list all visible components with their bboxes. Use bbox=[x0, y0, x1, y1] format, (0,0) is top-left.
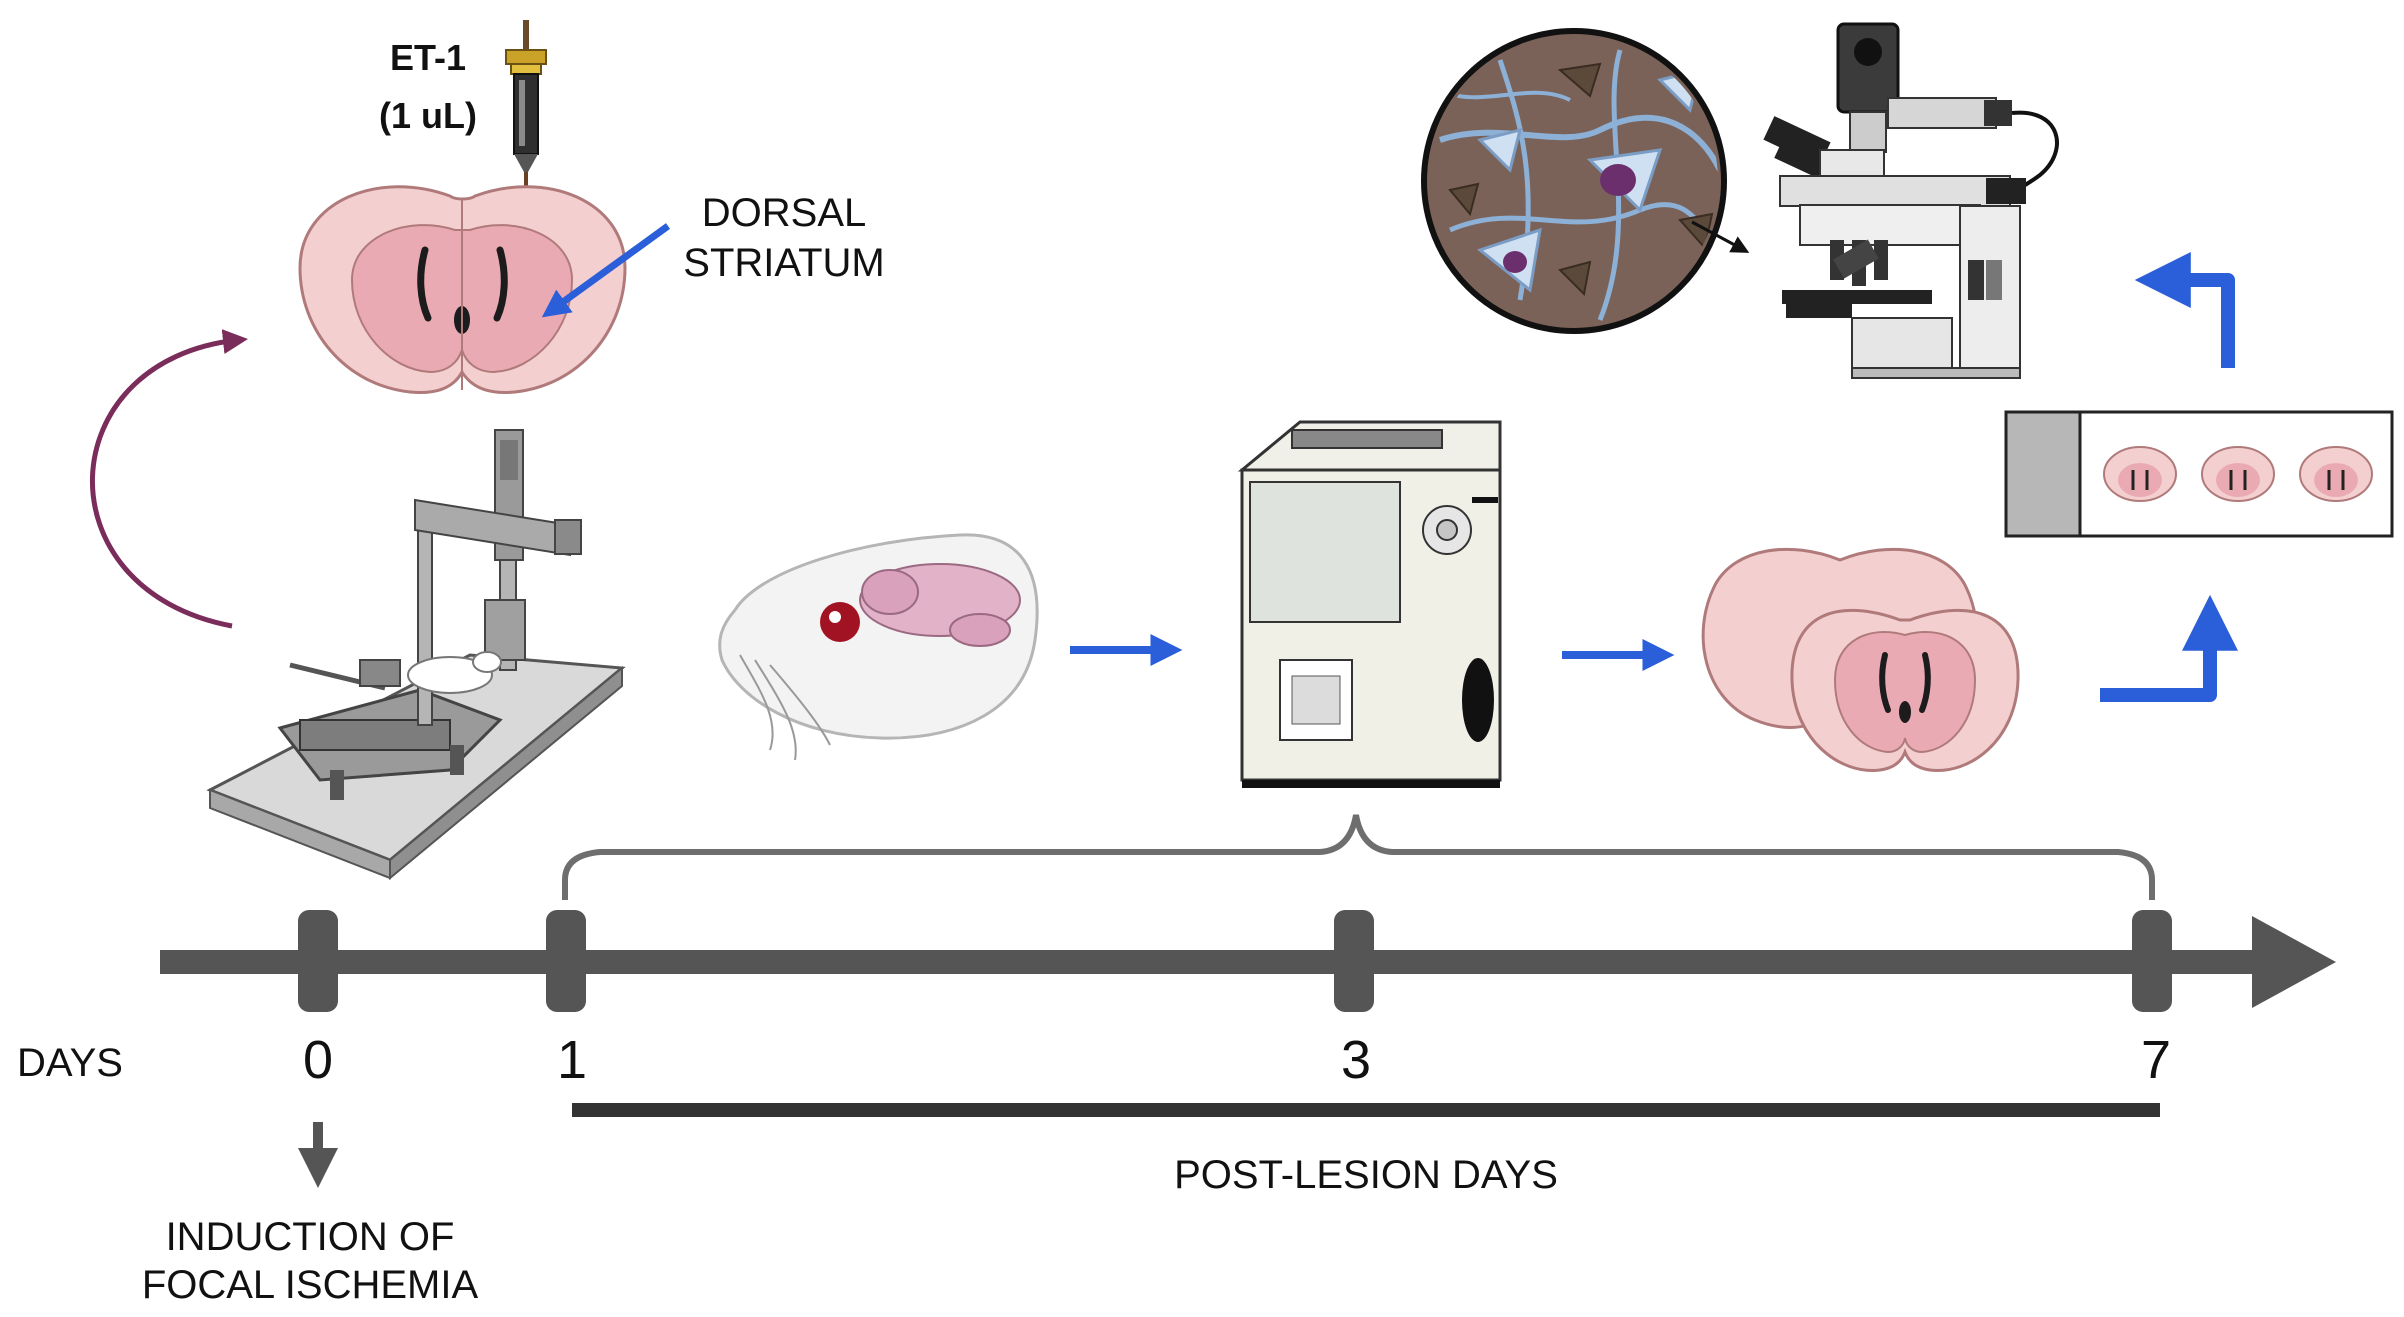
injection-volume-label: (1 uL) bbox=[379, 95, 477, 136]
cryostat-icon bbox=[1237, 420, 1502, 788]
slide-section-2 bbox=[2201, 446, 2275, 502]
neuron-magnification-icon bbox=[1421, 28, 1750, 334]
timeline-axis-label: DAYS bbox=[17, 1041, 123, 1085]
post-lesion-label: POST-LESION DAYS bbox=[1174, 1153, 1558, 1197]
tick-label-7: 7 bbox=[2141, 1030, 2171, 1090]
timeline-tick-0 bbox=[298, 910, 338, 1012]
target-label-line1: DORSAL bbox=[702, 191, 867, 235]
flow-arrow-4 bbox=[2134, 252, 2235, 368]
timeline-tick-1 bbox=[546, 910, 586, 1012]
magnification-pointer bbox=[1691, 220, 1750, 253]
slide-section-1 bbox=[2103, 446, 2177, 502]
timeline: DAYS 0 1 3 7 POST-LESION DAYS INDUCTION … bbox=[17, 814, 2336, 1307]
tick-label-3: 3 bbox=[1341, 1030, 1371, 1090]
slide-section-3 bbox=[2299, 446, 2373, 502]
stereotaxic-frame-icon bbox=[206, 429, 626, 881]
microscope-slide-icon bbox=[2004, 410, 2394, 538]
target-label-line2: STRIATUM bbox=[683, 241, 884, 285]
brain-sections-icon bbox=[1701, 547, 2020, 772]
timeline-tick-3 bbox=[1334, 910, 1374, 1012]
induction-label-line1: INDUCTION OF bbox=[166, 1215, 455, 1259]
tick-label-1: 1 bbox=[557, 1030, 587, 1090]
procedure-curved-arrow bbox=[89, 329, 248, 629]
injection-agent-label: ET-1 bbox=[390, 37, 466, 78]
target-pointer-arrow bbox=[541, 223, 671, 318]
rat-with-brain-icon bbox=[718, 533, 1039, 761]
tick-label-0: 0 bbox=[303, 1030, 333, 1090]
timeline-post-lesion-brace bbox=[562, 814, 2155, 900]
timeline-tick-7 bbox=[2132, 910, 2172, 1012]
coronal-brain-icon bbox=[298, 185, 627, 395]
flow-arrow-3 bbox=[2100, 594, 2238, 702]
microscope-icon bbox=[1763, 22, 2059, 379]
timeline-arrowhead bbox=[2252, 916, 2336, 1008]
induction-label-line2: FOCAL ISCHEMIA bbox=[142, 1263, 479, 1307]
